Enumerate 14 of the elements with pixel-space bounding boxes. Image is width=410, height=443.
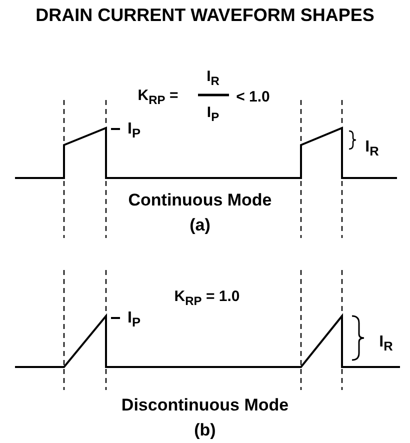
formula-text: K$_{RP}$ = (138, 88, 178, 106)
panel-letter: (a) (190, 216, 210, 234)
ripple-current-label: I$_{R}$ (365, 140, 379, 158)
formula-text: < 1.0 (236, 90, 270, 104)
peak-current-label: I$_{P}$ (128, 310, 140, 330)
ripple-current-label: I$_{R}$ (379, 334, 393, 354)
diagram-title: DRAIN CURRENT WAVEFORM SHAPES (34, 5, 376, 26)
formula-text: K$_{RP}$ = 1.0 (174, 289, 240, 307)
fraction-denominator: I$_{P}$ (206, 105, 220, 123)
fraction-numerator: I$_{R}$ (206, 69, 220, 87)
mode-caption: Discontinuous Mode (121, 396, 289, 414)
peak-current-label: I$_{P}$ (128, 122, 140, 140)
panel-letter: (b) (194, 422, 216, 438)
mode-caption: Continuous Mode (128, 192, 272, 208)
